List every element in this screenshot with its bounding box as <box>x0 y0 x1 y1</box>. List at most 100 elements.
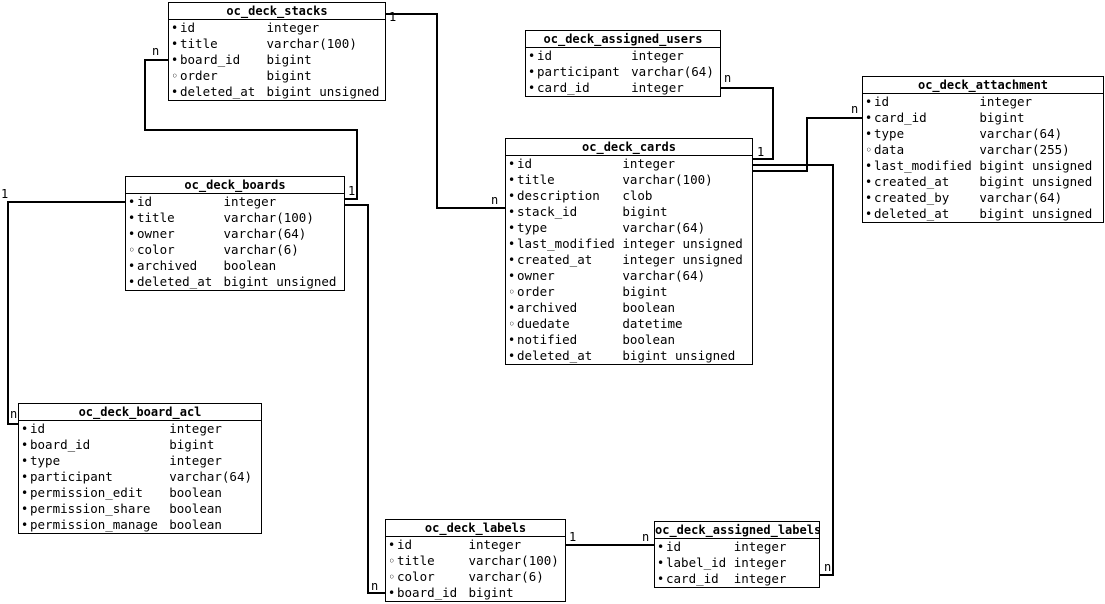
column-type: varchar(100) <box>266 36 357 51</box>
notnull-bullet-icon: • <box>865 175 873 189</box>
column-name: order <box>180 68 218 83</box>
column-name: id <box>666 539 682 554</box>
column-name: board_id <box>30 437 91 452</box>
notnull-bullet-icon: • <box>21 422 29 436</box>
column-type: varchar(64) <box>622 268 706 283</box>
column-name: owner <box>517 268 555 283</box>
nullable-bullet-icon: ◦ <box>388 570 396 584</box>
column-name: title <box>517 172 555 187</box>
column-definition: permission_edit boolean <box>30 485 222 501</box>
cardinality-label: 1 <box>569 530 577 544</box>
column-type: integer <box>266 20 320 35</box>
notnull-bullet-icon: • <box>865 127 873 141</box>
notnull-bullet-icon: • <box>128 275 136 289</box>
notnull-bullet-icon: • <box>508 253 516 267</box>
column-name: title <box>397 553 435 568</box>
nullable-bullet-icon: ◦ <box>508 317 516 331</box>
column-name: owner <box>137 226 175 241</box>
notnull-bullet-icon: • <box>21 486 29 500</box>
relationship-line-boards-board-acl <box>7 201 125 425</box>
column-type: bigint <box>266 52 312 67</box>
cardinality-label: n <box>851 102 859 116</box>
column-definition: notified boolean <box>517 332 675 348</box>
column-type: varchar(64) <box>979 190 1063 205</box>
column-name: id <box>397 537 413 552</box>
column-name: permission_share <box>30 501 151 516</box>
column-definition: owner varchar(64) <box>517 268 705 284</box>
column-type: boolean <box>622 332 676 347</box>
notnull-bullet-icon: • <box>508 221 516 235</box>
notnull-bullet-icon: • <box>508 173 516 187</box>
table-header: oc_deck_assigned_labels <box>655 523 819 539</box>
column-name: participant <box>30 469 113 484</box>
column-name: created_at <box>874 174 950 189</box>
notnull-bullet-icon: • <box>128 259 136 273</box>
column-type: varchar(64) <box>979 126 1063 141</box>
notnull-bullet-icon: • <box>865 111 873 125</box>
notnull-bullet-icon: • <box>865 95 873 109</box>
notnull-bullet-icon: • <box>171 53 179 67</box>
column-definition: id integer <box>397 537 522 553</box>
column-type: varchar(64) <box>169 469 253 484</box>
column-type: boolean <box>622 300 676 315</box>
table-header: oc_deck_attachment <box>863 77 1103 94</box>
notnull-bullet-icon: • <box>528 65 536 79</box>
notnull-bullet-icon: • <box>865 159 873 173</box>
relationship-line-assigned-labels-cards <box>753 164 834 576</box>
column-type: varchar(64) <box>223 226 307 241</box>
column-type: varchar(100) <box>468 553 559 568</box>
cardinality-label: n <box>10 407 18 421</box>
column-name: archived <box>517 300 578 315</box>
column-name: deleted_at <box>517 348 593 363</box>
column-type: integer <box>468 537 522 552</box>
relationship-line-labels-boards <box>345 204 385 594</box>
column-type: integer <box>223 194 277 209</box>
column-type: boolean <box>169 485 222 500</box>
column-name: permission_manage <box>30 517 158 532</box>
column-type: bigint unsigned <box>979 158 1093 173</box>
column-name: board_id <box>180 52 241 67</box>
column-name: permission_edit <box>30 485 143 500</box>
column-name: notified <box>517 332 578 347</box>
column-type: integer <box>979 94 1033 109</box>
notnull-bullet-icon: • <box>21 438 29 452</box>
